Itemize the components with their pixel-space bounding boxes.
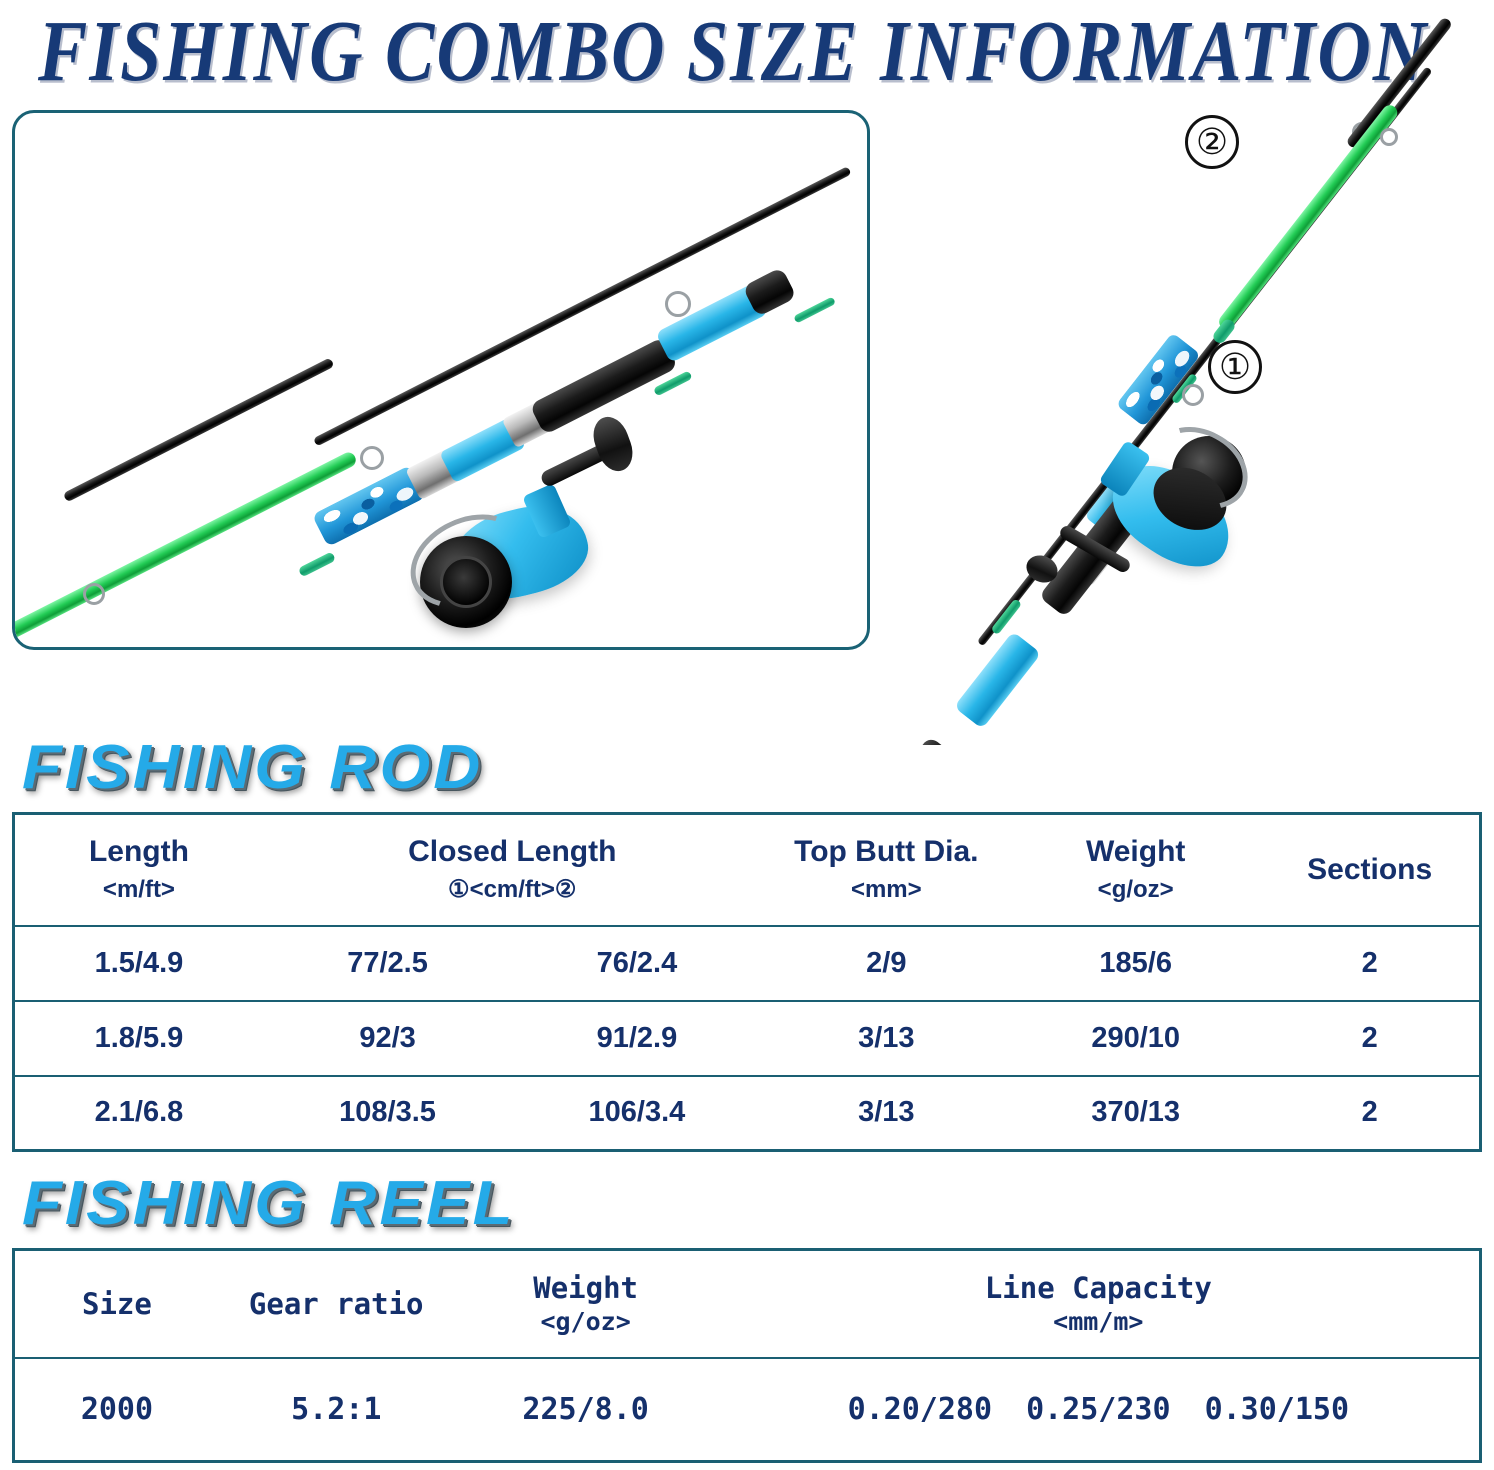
cell-length: 2.1/6.8 (13, 1074, 263, 1151)
fishing-reel-table: Size Gear ratio Weight <g/oz> Line Capac… (12, 1248, 1482, 1463)
assembled-rod-photo (12, 110, 870, 650)
line-guide-2 (360, 446, 384, 470)
cell-reel-size: 2000 (13, 1356, 219, 1462)
rod-col-length-unit: <m/ft> (102, 875, 175, 903)
cell-weight: 185/6 (1011, 924, 1261, 1001)
section1-butt-cap (903, 735, 959, 745)
table-row: 1.5/4.9 77/2.5 76/2.4 2/9 185/6 2 (13, 924, 1481, 1001)
line-guide-3 (83, 583, 105, 605)
page-title: FISHING COMBO SIZE INFORMATION (38, 3, 1429, 101)
fishing-rod-heading: FISHING ROD (22, 733, 484, 802)
reel-col-gear-ratio-label: Gear ratio (248, 1286, 424, 1321)
cell-length: 1.5/4.9 (13, 924, 263, 1001)
cell-closed-1: 108/3.5 (262, 1074, 513, 1151)
reel-col-line-capacity-label: Line Capacity (984, 1270, 1212, 1305)
reel-col-size-label: Size (82, 1286, 152, 1321)
rod-col-top-butt-dia-unit: <mm> (850, 875, 922, 903)
rod-col-closed-length-label: Closed Length (408, 834, 617, 868)
rod-butt-blank (15, 449, 359, 647)
fishing-rod-table: Length <m/ft> Closed Length ①<cm/ft>② To… (12, 812, 1482, 1152)
line-capacity-value: 0.30/150 (1204, 1391, 1350, 1427)
line-guide-1 (665, 291, 691, 317)
reel-col-line-capacity-unit: <mm/m> (1053, 1306, 1144, 1336)
reel-col-gear-ratio: Gear ratio (219, 1250, 454, 1358)
cell-weight: 370/13 (1011, 1074, 1261, 1151)
cell-top-butt-dia: 3/13 (761, 999, 1011, 1076)
rod-col-length-label: Length (88, 834, 189, 868)
fishing-reel-heading: FISHING REEL (22, 1169, 516, 1238)
cell-sections: 2 (1260, 999, 1481, 1076)
reel-col-weight-label: Weight (533, 1270, 638, 1305)
cell-sections: 2 (1260, 1074, 1481, 1151)
reel-col-line-capacity: Line Capacity <mm/m> (718, 1250, 1481, 1358)
cell-length: 1.8/5.9 (13, 999, 263, 1076)
cell-sections: 2 (1260, 924, 1481, 1001)
cell-weight: 290/10 (1011, 999, 1261, 1076)
rod-col-closed-length-unit: ①<cm/ft>② (448, 875, 577, 903)
cell-reel-line-capacity: 0.20/280 0.25/230 0.30/150 (717, 1356, 1481, 1462)
table-row: 2000 5.2:1 225/8.0 0.20/280 0.25/230 0.3… (13, 1356, 1481, 1462)
line-capacity-value: 0.20/280 (847, 1391, 993, 1427)
table-row: 1.8/5.9 92/3 91/2.9 3/13 290/10 2 (13, 999, 1481, 1076)
rod-tip-band-3 (297, 551, 337, 578)
rod-col-length: Length <m/ft> (14, 814, 263, 926)
rod-col-top-butt-dia-label: Top Butt Dia. (794, 834, 979, 868)
reel-handle-knob (587, 411, 639, 477)
reel-spool-inner (440, 556, 492, 608)
reel-col-weight: Weight <g/oz> (454, 1250, 718, 1358)
reel-col-weight-unit: <g/oz> (540, 1306, 631, 1336)
cell-top-butt-dia: 2/9 (761, 924, 1011, 1001)
cell-closed-2: 76/2.4 (512, 924, 762, 1001)
rod-col-sections-label: Sections (1307, 852, 1433, 886)
rod-col-sections: Sections (1260, 814, 1480, 926)
rod-col-closed-length: Closed Length ①<cm/ft>② (263, 814, 762, 926)
rod-table-header-row: Length <m/ft> Closed Length ①<cm/ft>② To… (14, 814, 1481, 926)
rod-col-weight: Weight <g/oz> (1011, 814, 1260, 926)
cell-top-butt-dia: 3/13 (761, 1074, 1011, 1151)
reel-col-size: Size (14, 1250, 219, 1358)
section1-upper-blank (1345, 16, 1454, 150)
cell-closed-2: 106/3.4 (512, 1074, 762, 1151)
reel-table-header-row: Size Gear ratio Weight <g/oz> Line Capac… (14, 1250, 1481, 1358)
rod-col-weight-unit: <g/oz> (1097, 875, 1174, 903)
section1-guide-1 (1380, 128, 1398, 146)
section1-butt-grip (953, 631, 1042, 730)
cell-closed-1: 77/2.5 (262, 924, 513, 1001)
collapsed-rod-photo: ② ① (830, 0, 1494, 745)
cell-closed-2: 91/2.9 (512, 999, 762, 1076)
spinning-reel (395, 411, 639, 647)
callout-1-icon: ① (1208, 340, 1262, 394)
cell-reel-gear-ratio: 5.2:1 (218, 1356, 454, 1462)
cell-reel-weight: 225/8.0 (453, 1356, 718, 1462)
collapsed-spinning-reel (1022, 410, 1288, 605)
cell-closed-1: 92/3 (262, 999, 513, 1076)
line-capacity-value: 0.25/230 (1026, 1391, 1171, 1427)
rod-col-weight-label: Weight (1085, 834, 1186, 868)
section2-guide-1 (1182, 384, 1204, 406)
section1-green-blank (1216, 102, 1401, 333)
callout-2-icon: ② (1185, 115, 1239, 169)
table-row: 2.1/6.8 108/3.5 106/3.4 3/13 370/13 2 (13, 1074, 1481, 1151)
rod-col-top-butt-dia: Top Butt Dia. <mm> (762, 814, 1011, 926)
